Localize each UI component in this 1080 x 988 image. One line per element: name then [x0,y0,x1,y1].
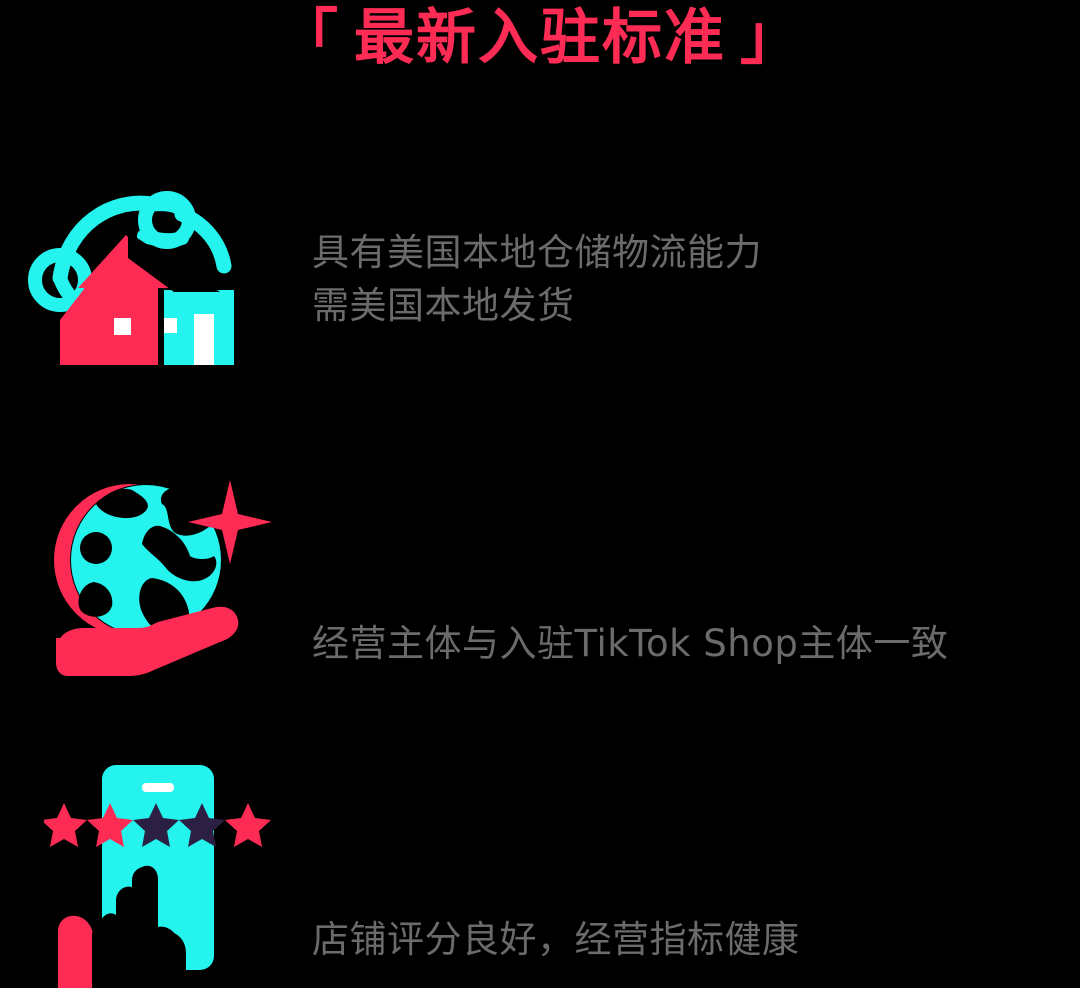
requirement-text-2: 经营主体与入驻TikTok Shop主体一致 [312,618,1080,671]
requirement-row-3: 店铺评分良好，经营指标健康 [0,755,1080,988]
requirement-row-2: 经营主体与入驻TikTok Shop主体一致 [0,455,1080,705]
requirement-text-1-line-2: 需美国本地发货 [312,284,575,327]
requirement-row-1: 具有美国本地仓储物流能力 需美国本地发货 [0,170,1080,390]
warehouse-network-icon [28,191,234,365]
title-text: 最新入驻标准 [354,3,726,73]
requirement-icon-cell-3 [0,755,312,988]
phone-star-rating-icon [44,765,271,988]
title-bracket-right: 」 [740,3,802,73]
requirement-text-1-line-1: 具有美国本地仓储物流能力 [312,231,762,275]
page-title: 「最新入驻标准」 [0,8,1080,68]
rating-stars [44,803,271,847]
requirement-icon-cell-2 [0,455,312,705]
title-bracket-left: 「 [278,3,340,73]
requirement-text-3: 店铺评分良好，经营指标健康 [312,914,1080,967]
requirement-icon-cell-1 [0,170,312,390]
globe-in-hand-icon [54,480,272,676]
requirement-text-1: 具有美国本地仓储物流能力 需美国本地发货 [312,227,1080,332]
requirement-text-2-line-1: 经营主体与入驻TikTok Shop主体一致 [312,621,949,665]
requirement-text-3-line-1: 店铺评分良好，经营指标健康 [312,918,800,962]
